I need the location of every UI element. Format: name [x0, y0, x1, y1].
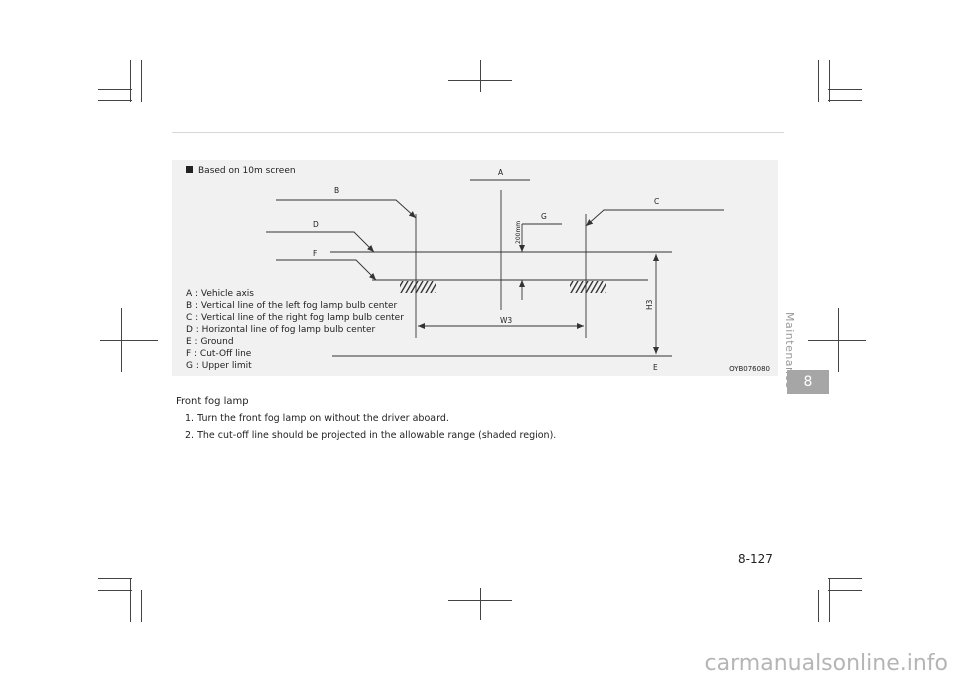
crop-mark — [141, 60, 142, 102]
figure-legend: A : Vehicle axis B : Vertical line of th… — [186, 288, 404, 372]
crop-mark — [98, 89, 132, 90]
section-title: Front fog lamp — [176, 396, 249, 407]
crop-mark — [828, 590, 862, 591]
crop-mark — [130, 578, 131, 622]
legend-item: C : Vertical line of the right fog lamp … — [186, 313, 404, 323]
crop-mark — [828, 89, 862, 90]
square-bullet-icon — [186, 166, 193, 173]
crop-mark — [141, 590, 142, 622]
crop-mark — [98, 100, 132, 101]
list-item: 2. The cut-off line should be projected … — [185, 430, 557, 441]
registration-mark — [100, 340, 158, 341]
legend-item: A : Vehicle axis — [186, 289, 254, 299]
page-number: 8-127 — [738, 552, 773, 566]
label-h3: H3 — [645, 299, 654, 310]
label-g: G — [541, 212, 547, 221]
allowable-region-left — [400, 281, 436, 293]
registration-mark — [121, 308, 122, 372]
allowable-region-right — [570, 281, 606, 293]
fog-lamp-aiming-diagram: A B C D F G W3 E H3 200mm — [266, 168, 724, 372]
label-c: C — [654, 197, 659, 206]
registration-mark — [838, 308, 839, 372]
crop-mark — [829, 578, 830, 622]
figure-id: OYB076080 — [729, 365, 770, 373]
watermark: carmanualsonline.info — [704, 651, 948, 676]
crop-mark — [98, 578, 132, 579]
list-item: 1. Turn the front fog lamp on without th… — [185, 413, 449, 424]
crop-mark — [818, 590, 819, 622]
crop-mark — [130, 60, 131, 102]
figure-panel: A B C D F G W3 E H3 200mm Based on 10m s… — [172, 160, 778, 376]
figure-title: Based on 10m screen — [186, 166, 296, 176]
legend-item: G : Upper limit — [186, 361, 252, 371]
legend-item: D : Horizontal line of fog lamp bulb cen… — [186, 325, 376, 335]
chapter-tab: 8 — [787, 370, 829, 394]
registration-mark — [480, 588, 481, 620]
label-e: E — [653, 363, 658, 372]
label-w3: W3 — [500, 316, 512, 325]
crop-mark — [98, 590, 132, 591]
header-rule — [172, 132, 784, 133]
legend-item: E : Ground — [186, 337, 234, 347]
label-a: A — [498, 168, 504, 177]
label-f: F — [313, 249, 317, 258]
legend-item: F : Cut-Off line — [186, 349, 252, 359]
registration-mark — [480, 60, 481, 92]
steps-list: 1. Turn the front fog lamp on without th… — [185, 410, 556, 444]
registration-mark — [808, 340, 866, 341]
label-b: B — [334, 186, 339, 195]
crop-mark — [818, 60, 819, 102]
legend-item: B : Vertical line of the left fog lamp b… — [186, 301, 398, 311]
label-d: D — [313, 220, 319, 229]
crop-mark — [829, 60, 830, 102]
crop-mark — [828, 100, 862, 101]
label-200mm: 200mm — [515, 221, 522, 244]
crop-mark — [828, 578, 862, 579]
